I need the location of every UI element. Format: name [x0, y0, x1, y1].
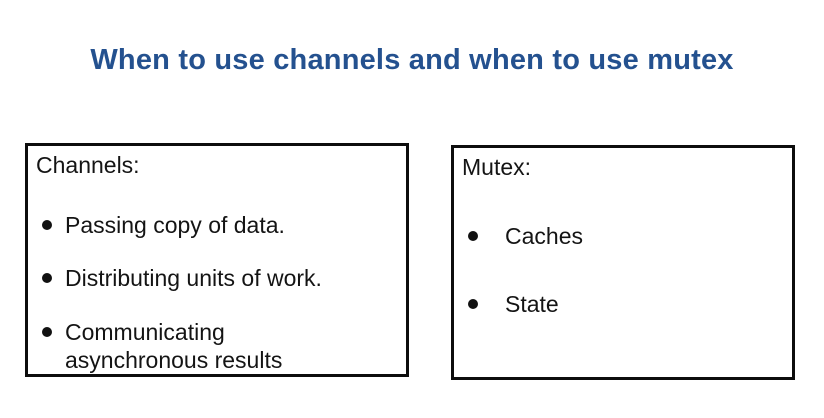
bullet-icon	[468, 299, 478, 309]
list-item: Caches	[468, 222, 784, 250]
mutex-box: Mutex: Caches State	[451, 145, 795, 380]
list-item-label: Caches	[505, 223, 583, 249]
list-item-label: State	[505, 291, 559, 317]
channels-box-heading: Channels:	[36, 152, 140, 178]
list-item: Communicating asynchronous results	[42, 318, 398, 374]
list-item: Distributing units of work.	[42, 264, 398, 292]
list-item: State	[468, 290, 784, 318]
channels-bullet-list: Passing copy of data. Distributing units…	[28, 211, 406, 374]
mutex-bullet-list: Caches State	[454, 222, 792, 318]
list-item-label: Communicating asynchronous results	[65, 319, 283, 373]
bullet-icon	[42, 327, 52, 337]
mutex-box-heading: Mutex:	[462, 154, 532, 180]
slide-title: When to use channels and when to use mut…	[90, 44, 734, 76]
list-item-label: Distributing units of work.	[65, 265, 322, 291]
list-item-label: Passing copy of data.	[65, 212, 285, 238]
list-item: Passing copy of data.	[42, 211, 398, 239]
bullet-icon	[42, 273, 52, 283]
bullet-icon	[42, 220, 52, 230]
bullet-icon	[468, 231, 478, 241]
channels-box: Channels: Passing copy of data. Distribu…	[25, 143, 409, 377]
